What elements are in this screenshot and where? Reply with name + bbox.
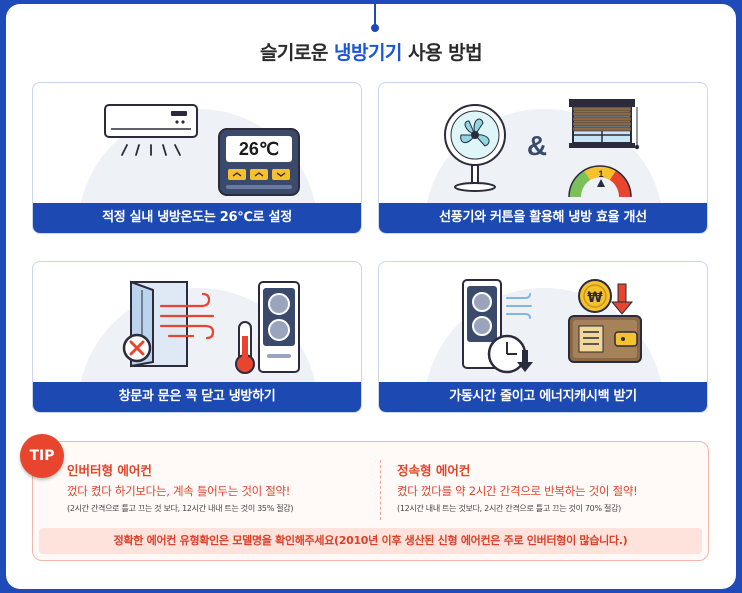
- window-blind-icon: [569, 99, 640, 150]
- card-illustration: ₩: [462, 279, 642, 374]
- no-mark-icon: [122, 333, 152, 363]
- tip-box: 인버터형 에어컨 껐다 켰다 하기보다는, 계속 틀어두는 것이 절약! (2시…: [32, 441, 709, 561]
- card-caption: 창문과 문은 꼭 닫고 냉방하기: [33, 382, 361, 412]
- gauge-label: 1: [598, 169, 603, 179]
- down-arrow-icon: [517, 350, 533, 372]
- tip-note: (2시간 간격으로 틀고 끄는 것 보다, 12시간 내내 트는 것이 35% …: [67, 504, 294, 513]
- thermostat-display: 26℃: [239, 139, 279, 159]
- tip-inverter: 인버터형 에어컨 껐다 켰다 하기보다는, 계속 틀어두는 것이 절약! (2시…: [67, 460, 367, 514]
- tip-note: (12시간 내내 트는 것보다, 2시간 간격으로 틀고 끄는 것이 70% 절…: [397, 504, 621, 513]
- floor-ac-icon: [258, 281, 300, 373]
- down-arrow-icon: [610, 283, 634, 315]
- hanger-dot: [371, 24, 379, 32]
- page-title: 슬기로운 냉방기기 사용 방법: [6, 38, 736, 65]
- title-accent: 냉방기기: [333, 42, 402, 64]
- gauge-icon: [568, 165, 632, 198]
- tip-heading: 정속형 에어컨: [397, 463, 471, 478]
- tip-card-energy-cashback: ₩ 가동시간 줄이고 에너지캐시백 받기: [378, 261, 708, 413]
- card-illustration: &: [444, 99, 640, 198]
- tip-footer: 정확한 에어컨 유형확인은 모델명을 확인해주세요(2010년 이후 생산된 신…: [39, 528, 702, 554]
- thermostat-icon: [218, 128, 300, 196]
- air-conditioner-icon: [104, 104, 198, 156]
- title-suffix: 사용 방법: [401, 42, 483, 64]
- clock-icon: [487, 334, 527, 374]
- tip-fixed-speed: 정속형 에어컨 켰다 껐다를 약 2시간 간격으로 반복하는 것이 절약! (1…: [397, 460, 707, 514]
- wallet-icon: [568, 315, 642, 363]
- tip-badge: TIP: [20, 434, 64, 478]
- card-illustration: 26℃: [104, 104, 300, 196]
- card-caption: 적정 실내 냉방온도는 26℃로 설정: [33, 203, 361, 233]
- cool-air-icon: [506, 293, 532, 319]
- tip-card-temperature: 26℃ 적정 실내 냉방온도는 26℃로 설정: [32, 82, 362, 234]
- tip-divider: [380, 460, 381, 520]
- thermometer-icon: [235, 321, 255, 374]
- electric-fan-icon: [444, 104, 506, 192]
- wind-lines-icon: [159, 292, 215, 340]
- ampersand: &: [527, 130, 547, 161]
- card-illustration: [122, 280, 300, 374]
- tip-main-text: 껐다 켰다 하기보다는, 계속 틀어두는 것이 절약!: [67, 484, 291, 498]
- card-caption: 가동시간 줄이고 에너지캐시백 받기: [379, 382, 707, 412]
- infographic-frame: 슬기로운 냉방기기 사용 방법: [6, 4, 736, 589]
- card-caption: 선풍기와 커튼을 활용해 냉방 효율 개선: [379, 203, 707, 233]
- title-prefix: 슬기로운: [259, 42, 334, 64]
- coin-icon: [578, 279, 612, 313]
- tip-main-text: 켰다 껐다를 약 2시간 간격으로 반복하는 것이 절약!: [397, 484, 638, 498]
- tip-card-fan-curtain: &: [378, 82, 708, 234]
- hanger-line: [374, 4, 376, 26]
- coin-label: ₩: [587, 290, 603, 306]
- tip-card-close-windows: 창문과 문은 꼭 닫고 냉방하기: [32, 261, 362, 413]
- tip-heading: 인버터형 에어컨: [67, 463, 152, 478]
